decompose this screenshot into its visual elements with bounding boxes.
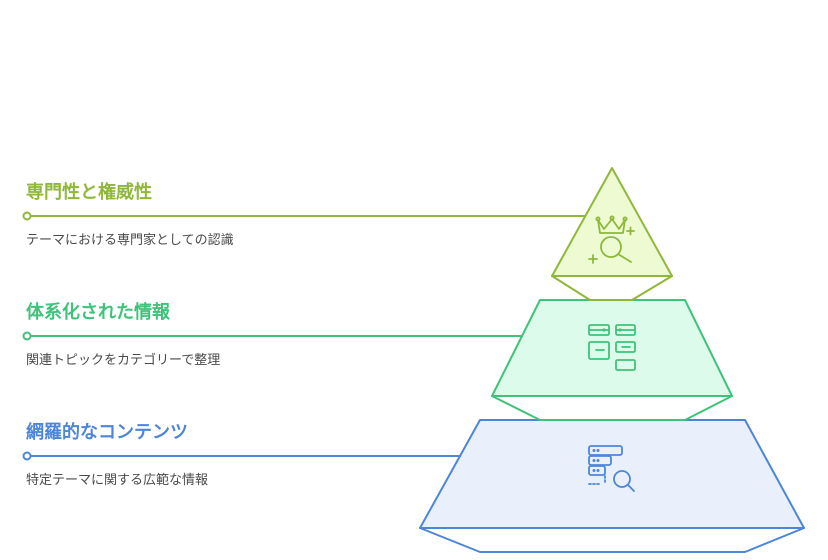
organized-grid-icon	[588, 324, 636, 371]
tier-description: 関連トピックをカテゴリーで整理	[26, 352, 220, 368]
tier-description: 特定テーマに関する広範な情報	[26, 473, 208, 488]
tier-title: 網羅的なコンテンツ	[26, 421, 188, 443]
tier-trapezoid	[491, 299, 733, 397]
tier-connector-dot	[22, 331, 32, 341]
tier-title: 専門性と権威性	[26, 181, 152, 203]
database-search-icon	[588, 445, 635, 492]
tier-expertise-authority: 専門性と権威性 テーマにおける専門家としての認識	[22, 167, 673, 301]
tier-trapezoid	[419, 419, 805, 529]
tier-description: テーマにおける専門家としての認識	[26, 232, 234, 248]
tier-base-face	[419, 527, 805, 553]
tier-title: 体系化された情報	[26, 301, 171, 323]
tier-organized-information: 体系化された情報 関連トピックをカテゴリーで整理	[22, 299, 733, 421]
tier-base-face	[551, 275, 673, 301]
tier-comprehensive-content: 網羅的なコンテンツ 特定テーマに関する広範な情報	[22, 419, 805, 553]
tier-base-face	[491, 395, 733, 421]
tier-connector-dot	[22, 211, 32, 221]
tier-triangle	[551, 167, 673, 277]
crown-search-icon	[588, 215, 635, 264]
tier-connector-dot	[22, 451, 32, 461]
